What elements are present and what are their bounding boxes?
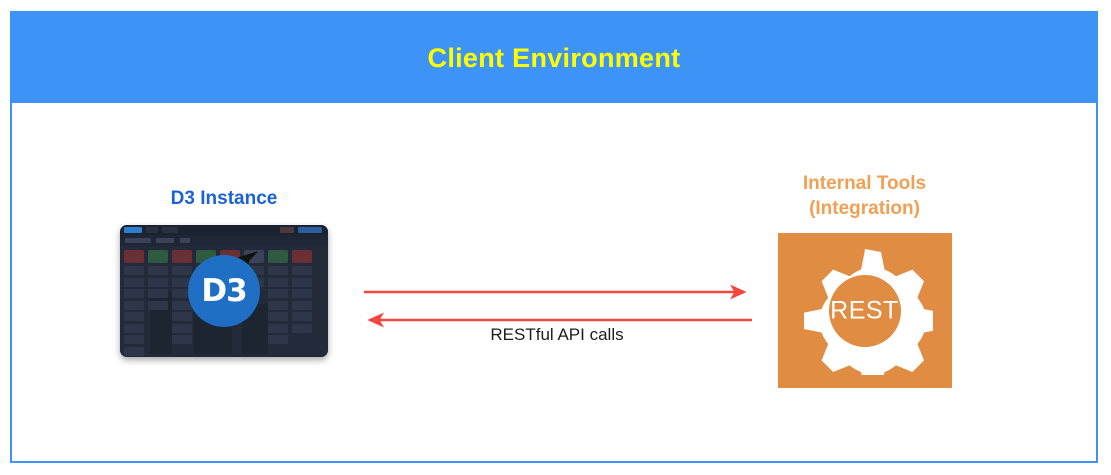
client-environment-diagram: Client Environment D3 Instance <box>10 11 1098 463</box>
d3-logo: D3 <box>188 255 260 327</box>
internal-tools-label: Internal Tools (Integration) <box>757 171 972 221</box>
dashboard-column <box>148 250 168 353</box>
titlebar-tab <box>146 227 158 233</box>
gear-icon <box>803 248 942 390</box>
dashboard-column <box>172 250 192 353</box>
dashboard-column <box>124 250 144 356</box>
column-status-green <box>268 250 288 263</box>
dashboard-titlebar <box>120 225 328 235</box>
column-status-red <box>124 250 144 263</box>
connection-label: RESTful API calls <box>490 325 624 344</box>
node-internal-tools: Internal Tools (Integration) REST <box>757 171 972 390</box>
rest-gear-graphic: REST <box>797 247 942 390</box>
diagram-canvas: D3 Instance <box>12 103 1096 461</box>
titlebar-tab <box>162 227 178 233</box>
column-status-green <box>148 250 168 263</box>
node-d3-instance: D3 Instance <box>114 188 334 357</box>
internal-tools-label-line2: (Integration) <box>809 198 920 220</box>
d3-logo-text: D3 <box>201 272 247 309</box>
page-title: Client Environment <box>427 42 681 73</box>
subbar-item <box>125 238 151 243</box>
internal-tools-label-line1: Internal Tools <box>802 173 927 194</box>
dashboard-column <box>292 250 312 353</box>
column-status-red <box>172 250 192 263</box>
subbar-item <box>156 238 174 243</box>
header-banner: Client Environment <box>12 13 1096 103</box>
d3-dashboard-screenshot: D3 <box>120 225 328 357</box>
d3-instance-label: D3 Instance <box>170 188 278 209</box>
restful-api-connection <box>364 284 752 328</box>
dashboard-subbar <box>120 235 328 246</box>
internal-tools-box: REST <box>777 233 952 390</box>
titlebar-tab-active <box>124 227 142 233</box>
subbar-item <box>180 238 190 243</box>
titlebar-indicator <box>280 227 294 233</box>
column-status-red <box>292 250 312 263</box>
titlebar-user-chip <box>298 227 322 233</box>
dashboard-column <box>268 250 288 353</box>
